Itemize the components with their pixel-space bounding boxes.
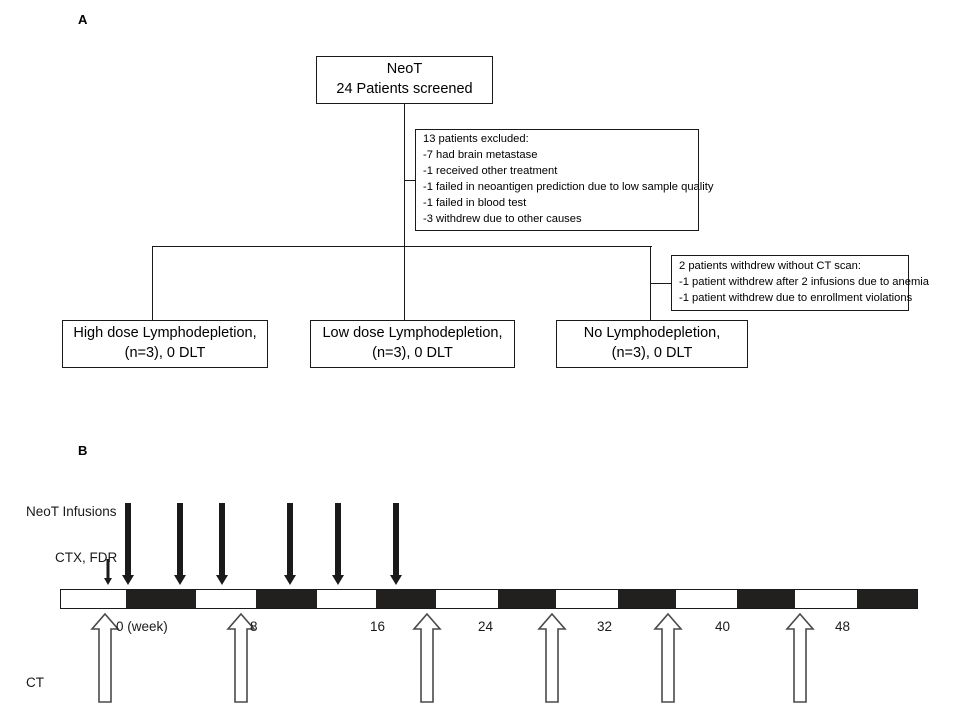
timeline-segment [795,590,858,608]
arrow-shaft [125,503,131,575]
timeline-segment [555,590,618,608]
excluded-line-1: 13 patients excluded: [423,133,529,146]
axis-tick-label: 40 [715,619,731,634]
arrow-head [216,575,228,585]
ct-scan-arrow [537,612,567,704]
arm-connector-2 [404,246,406,320]
neot-infusions-label: NeoT Infusions [26,504,117,519]
neot-infusion-arrow [121,503,135,585]
timeline-segment [376,590,437,608]
arm-box-high-dose-line2: (n=3), 0 DLT [124,345,206,361]
arm-connector-1 [152,246,154,320]
ct-scan-arrow [653,612,683,704]
screened-box: NeoT 24 Patients screened [316,56,493,104]
panel-label-a: A [78,12,88,27]
arrow-head [174,575,186,585]
ct-scan-arrow [785,612,815,704]
withdrew-line-3: -1 patient withdrew due to enrollment vi… [679,291,913,304]
ct-scan-arrow [90,612,120,704]
arm-box-no-lympho-line1: No Lymphodepletion, [583,325,721,342]
arm-box-low-dose-line1: Low dose Lymphodepletion, [322,325,503,342]
arrow-head [332,575,344,585]
arm-box-no-lympho: No Lymphodepletion, (n=3), 0 DLT [556,320,748,368]
axis-tick-label: 48 [835,619,851,634]
arm-box-low-dose: Low dose Lymphodepletion, (n=3), 0 DLT [310,320,515,368]
ct-scan-arrow [412,612,442,704]
arm-box-high-dose-line1: High dose Lymphodepletion, [73,325,257,342]
timeline-segment [195,590,256,608]
screened-box-line1: NeoT [386,61,423,78]
arrow-shaft [219,503,225,575]
timeline-segment [317,590,377,608]
timeline-segment [617,590,676,608]
neot-infusion-arrow [331,503,345,585]
arrow-head [122,575,134,585]
excluded-line-3: -1 received other treatment [423,165,558,178]
timeline-segment [737,590,796,608]
axis-tick-label: 24 [478,619,494,634]
arrow-head [104,578,112,585]
withdrew-connector [650,283,671,285]
timeline-segment [61,590,126,608]
arrow-shaft [335,503,341,575]
ct-scan-arrow [226,612,256,704]
timeline-segment [675,590,738,608]
arrow-shaft [393,503,399,575]
arm-box-no-lympho-line2: (n=3), 0 DLT [611,345,693,361]
excluded-connector [404,180,415,182]
arrow-shaft [177,503,183,575]
ctx-fdr-label: CTX, FDR [55,550,118,565]
excluded-line-4: -1 failed in neoantigen prediction due t… [423,181,714,193]
panel-label-b: B [78,443,88,458]
withdrew-box: 2 patients withdrew without CT scan: -1 … [671,255,929,311]
timeline-segment [497,590,556,608]
arm-box-low-dose-line2: (n=3), 0 DLT [372,345,453,361]
excluded-line-6: -3 withdrew due to other causes [423,212,582,225]
excluded-box: 13 patients excluded: -7 had brain metas… [415,129,713,231]
excluded-line-2: -7 had brain metastase [423,149,538,162]
neot-infusion-arrow [215,503,229,585]
axis-tick-label: 32 [597,619,613,634]
screened-box-line2: 24 Patients screened [336,81,473,97]
withdrew-line-2: -1 patient withdrew after 2 infusions du… [679,276,929,289]
arrow-head [284,575,296,585]
excluded-line-5: -1 failed in blood test [423,196,527,209]
trunk-connector [404,104,406,246]
axis-tick-label: 8 [250,619,258,634]
withdrew-line-1: 2 patients withdrew without CT scan: [679,260,861,273]
arrow-shaft [287,503,293,575]
timeline-bar [60,589,918,609]
neot-infusion-arrow [173,503,187,585]
neot-infusion-arrow [389,503,403,585]
arm-box-high-dose: High dose Lymphodepletion, (n=3), 0 DLT [62,320,268,368]
arms-split-line [152,246,652,248]
neot-infusion-arrow [283,503,297,585]
timeline-segment [857,590,917,608]
axis-tick-label: 16 [370,619,386,634]
timeline-segment [125,590,196,608]
arrow-head [390,575,402,585]
timeline-segment [436,590,498,608]
timeline-segment [255,590,318,608]
ct-label: CT [26,675,44,690]
axis-tick-label: 0 (week) [116,619,168,634]
